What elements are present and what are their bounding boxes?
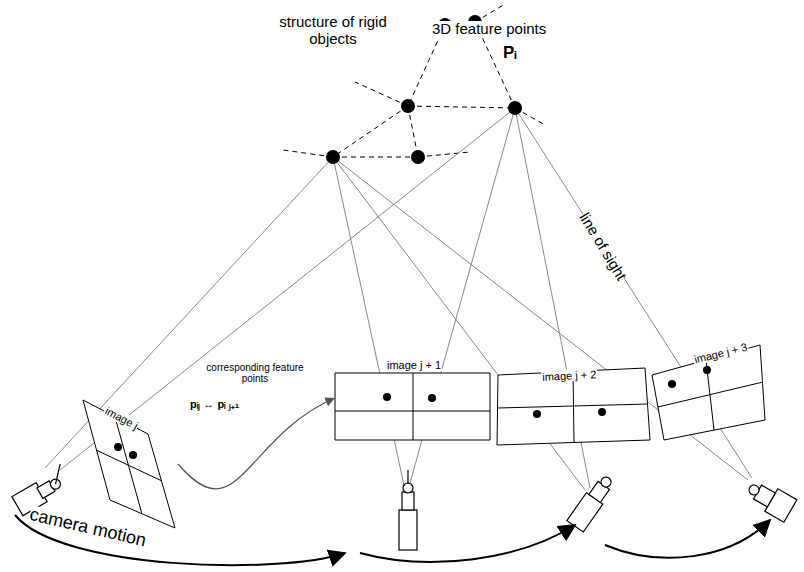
image-plane: image j + 1: [334, 358, 492, 442]
image-points: [114, 366, 711, 459]
sight-label: line of sight: [576, 210, 630, 283]
image-plane: image j + 3: [650, 340, 768, 444]
edge-label: corresponding feature points: [205, 362, 305, 384]
points-label: 3D feature points: [432, 21, 546, 38]
image-label: image j + 1: [386, 359, 442, 371]
correspondence-formula: pᵢⱼ ↔ pᵢ ⱼ₊₁: [190, 398, 239, 410]
structure-label: structure of rigid objects: [268, 14, 398, 47]
image-plane: image j: [80, 398, 178, 530]
image-plane: image j + 2: [495, 362, 653, 448]
motion-label: camera motion: [28, 505, 148, 551]
correspondence-arrow: [178, 398, 334, 489]
point-symbol: Pᵢ: [503, 44, 517, 63]
lines-of-sight: [45, 108, 752, 490]
